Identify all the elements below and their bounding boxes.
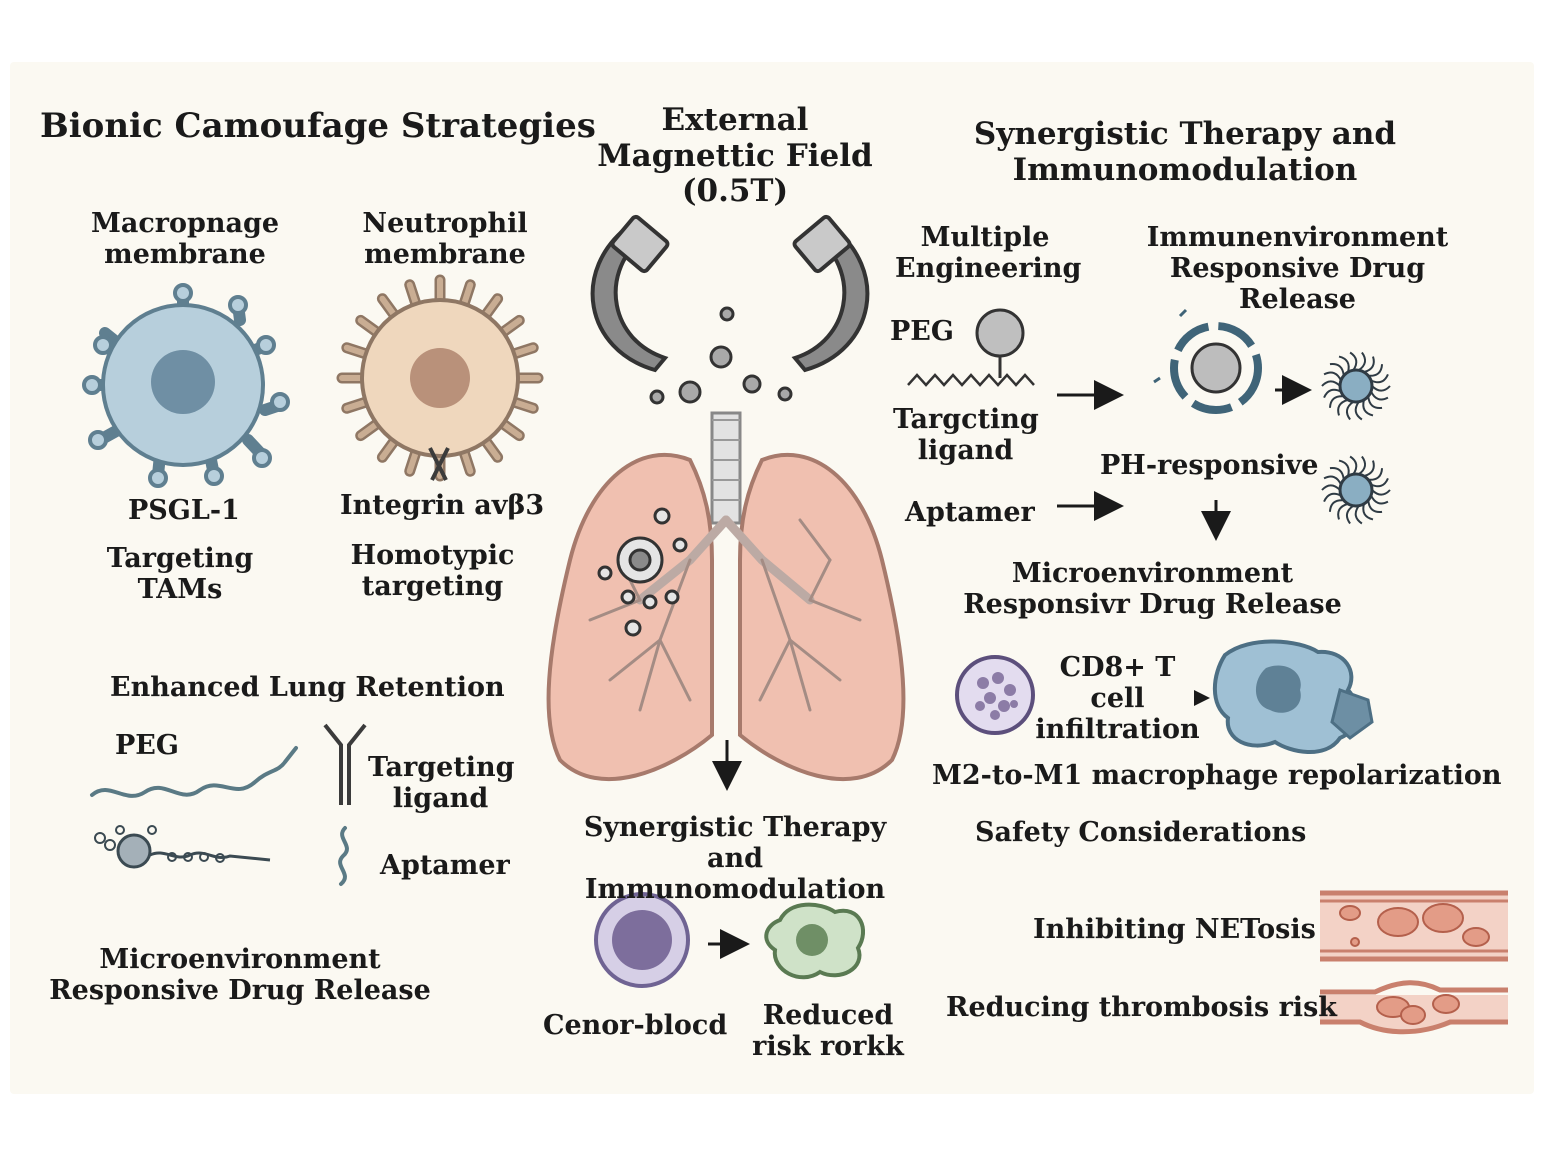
right-section-title: Synergistic Therapy and Immunomodulation bbox=[973, 116, 1397, 188]
ph-responsive-label: PH-responsive bbox=[1100, 450, 1319, 481]
coated-nanoparticle-icon bbox=[1153, 308, 1262, 414]
neutrophil-membrane-label: Neutrophil membrane bbox=[362, 208, 528, 271]
left-micro-release-label: Microenvironment Responsive Drug Release bbox=[49, 944, 431, 1007]
right-peg-label: PEG bbox=[890, 316, 954, 347]
ph-nanoparticle-icon bbox=[1321, 455, 1391, 525]
cd8-label: CD8+ T cell infiltration bbox=[1035, 652, 1200, 746]
lung-retention-title: Enhanced Lung Retention bbox=[110, 672, 505, 703]
targeting-ligand-icon bbox=[323, 723, 367, 805]
reduced-cell-icon bbox=[764, 902, 865, 980]
neutrophil-cell-icon bbox=[336, 274, 544, 482]
targeting-tams-label: Targeting TAMs bbox=[106, 543, 254, 606]
safety-label: Safety Considerations bbox=[975, 817, 1307, 848]
right-micro-release-label: Microenvironment Responsivr Drug Release bbox=[963, 558, 1342, 621]
macrophage-membrane-label: Macropnage membrane bbox=[90, 208, 280, 271]
left-section-title: Bionic Camoufage Strategies bbox=[40, 106, 596, 146]
tumor-macrophage-icon bbox=[1212, 639, 1374, 755]
netosis-label: Inhibiting NETosis bbox=[1033, 914, 1316, 945]
cenor-blocd-label: Cenor-blocd bbox=[543, 1010, 728, 1041]
peg-chain-icon bbox=[90, 746, 298, 798]
macrophage-cell-icon bbox=[82, 283, 290, 488]
psgl-label: PSGL-1 bbox=[128, 495, 240, 526]
lungs-icon bbox=[546, 411, 906, 782]
released-nanoparticle-icon bbox=[1321, 351, 1391, 421]
right-aptamer-label: Aptamer bbox=[905, 497, 1035, 528]
peg-nanoparticle-icon bbox=[907, 308, 1035, 387]
aptamer-icon bbox=[338, 826, 349, 886]
immune-release-label: Immunenvironment Responsive Drug Release bbox=[1146, 222, 1449, 316]
magnet-icon bbox=[590, 214, 870, 405]
center-section-title: External Magnettic Field (0.5T) bbox=[597, 102, 873, 210]
t-cell-icon bbox=[955, 655, 1035, 735]
thrombus-vessel-icon bbox=[1320, 980, 1508, 1035]
left-aptamer-label: Aptamer bbox=[380, 850, 510, 881]
nanoparticle-chain-icon bbox=[94, 825, 271, 869]
arrowhead-icon bbox=[1194, 690, 1210, 706]
homotypic-targeting-label: Homotypic targeting bbox=[350, 540, 515, 603]
center-synergy-label: Synergistic Therapy and Immunomodulation bbox=[583, 812, 887, 906]
integrin-label: Integrin avβ3 bbox=[340, 490, 545, 521]
reduced-risk-label: Reduced risk rorkk bbox=[752, 1000, 904, 1063]
right-targeting-ligand-label: Targcting ligand bbox=[893, 404, 1039, 467]
left-targeting-ligand-label: Targeting ligand bbox=[368, 752, 515, 815]
blood-vessel-icon bbox=[1320, 890, 1508, 962]
multiple-engineering-label: Multiple Engineering bbox=[895, 222, 1082, 285]
lymphocyte-cell-icon bbox=[594, 892, 690, 988]
left-peg-label: PEG bbox=[115, 730, 179, 761]
thrombosis-label: Reducing thrombosis risk bbox=[946, 992, 1337, 1023]
m2-m1-label: M2-to-M1 macrophage repolarization bbox=[932, 760, 1502, 791]
